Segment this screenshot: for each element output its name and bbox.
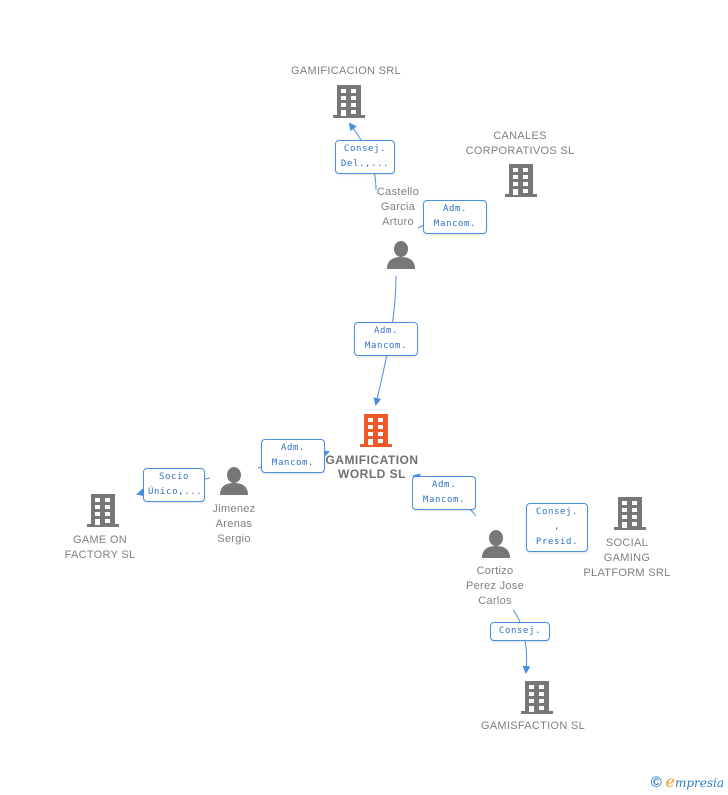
node-label: CANALES CORPORATIVOS SL — [465, 130, 575, 157]
person-icon[interactable] — [386, 240, 416, 270]
node-label: Castello Garcia Arturo — [376, 186, 420, 228]
node-label: Jimenez Arenas Sergio — [212, 503, 256, 545]
node-label: GAME ON FACTORY SL — [64, 534, 136, 561]
node-cortizo-perez-jose-carlos[interactable]: Cortizo Perez Jose Carlos — [450, 564, 540, 609]
person-icon[interactable] — [481, 529, 511, 559]
edge-label-badge[interactable]: Consej. , Presid. — [526, 503, 588, 552]
node-social-gaming-platform[interactable]: SOCIAL GAMING PLATFORM SRL — [574, 536, 680, 581]
node-label: SOCIAL GAMING PLATFORM SRL — [583, 537, 671, 579]
node-label: GAMIFICATION WORLD SL — [325, 453, 419, 481]
node-castello-garcia-arturo[interactable]: Castello Garcia Arturo — [358, 185, 438, 230]
edge-label-badge[interactable]: Adm. Mancom. — [261, 439, 325, 473]
edge-cortizo-gamisfaction — [512, 609, 531, 674]
node-game-on-factory[interactable]: GAME ON FACTORY SL — [50, 533, 150, 563]
empresia-logo: © empresia — [651, 772, 724, 791]
building-icon[interactable] — [505, 164, 537, 198]
edge-label-badge[interactable]: Socio Único,... — [143, 468, 205, 502]
building-icon[interactable] — [521, 681, 553, 715]
edge-label-badge[interactable]: Consej. — [490, 622, 550, 641]
node-gamificacion-srl[interactable]: GAMIFICACION SRL — [276, 64, 416, 79]
building-icon[interactable] — [333, 85, 365, 119]
person-icon[interactable] — [219, 466, 249, 496]
building-icon[interactable] — [87, 494, 119, 528]
edge-label-badge[interactable]: Adm. Mancom. — [354, 322, 418, 356]
edge-label-badge[interactable]: Consej. Del.,... — [335, 140, 395, 174]
node-gamisfaction[interactable]: GAMISFACTION SL — [468, 719, 598, 734]
node-jimenez-arenas-sergio[interactable]: Jimenez Arenas Sergio — [194, 502, 274, 547]
edge-label-badge[interactable]: Adm. Mancom. — [412, 476, 476, 510]
node-canales-corporativos[interactable]: CANALES CORPORATIVOS SL — [460, 129, 580, 159]
node-label: Cortizo Perez Jose Carlos — [465, 565, 525, 607]
node-label: GAMISFACTION SL — [480, 720, 586, 732]
building-icon-focus[interactable] — [360, 414, 392, 448]
brand-name: mpresia — [674, 776, 724, 790]
brand-initial: e — [665, 772, 675, 791]
node-label: GAMIFICACION SRL — [291, 65, 401, 77]
edge-label-badge[interactable]: Adm. Mancom. — [423, 200, 487, 234]
building-icon[interactable] — [614, 497, 646, 531]
node-gamification-world[interactable]: GAMIFICATION WORLD SL — [316, 453, 428, 481]
copyright-icon: © — [650, 774, 662, 791]
